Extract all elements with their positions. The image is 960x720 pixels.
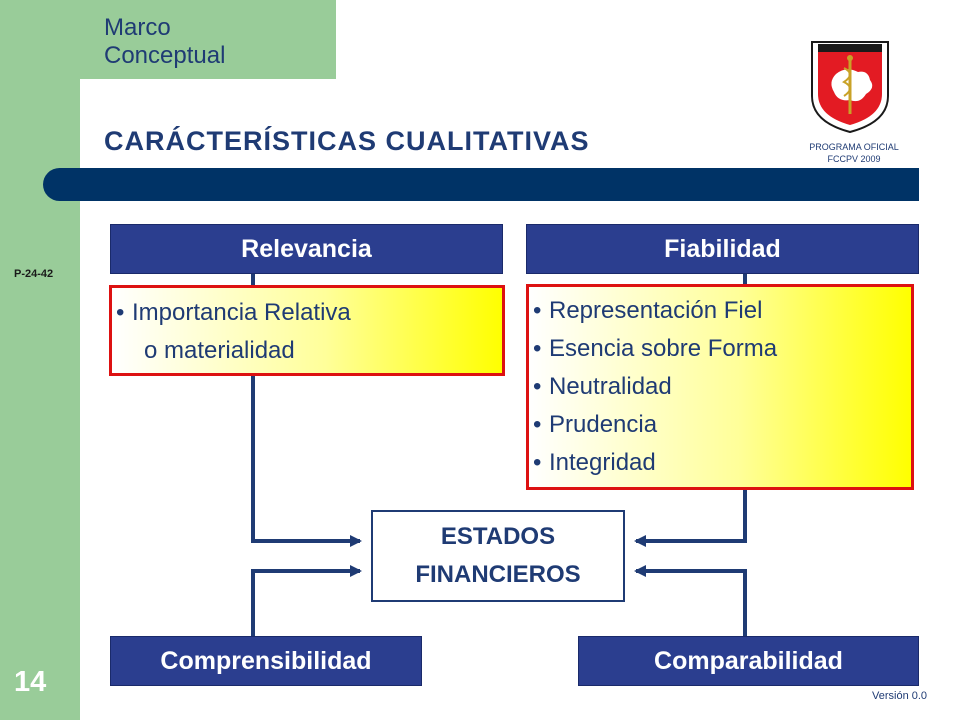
fiabilidad-item: Representación Fiel: [529, 292, 911, 330]
fccpv-logo: [806, 34, 894, 134]
section-title-line2: Conceptual: [104, 42, 226, 69]
logo-caption: PROGRAMA OFICIAL FCCPV 2009: [792, 141, 916, 165]
estados-label-line1: ESTADOS: [440, 523, 556, 550]
section-title: Marco Conceptual: [104, 14, 225, 70]
estados-financieros-box: ESTADOS FINANCIEROS: [371, 510, 625, 602]
fiabilidad-item: Esencia sobre Forma: [529, 330, 911, 368]
logo-caption-line1: PROGRAMA OFICIAL: [809, 142, 899, 152]
slide-number: 14: [14, 666, 47, 698]
comprensibilidad-box: Comprensibilidad: [110, 636, 422, 686]
fiabilidad-item: Prudencia: [529, 406, 911, 444]
fiabilidad-item: Neutralidad: [529, 368, 911, 406]
fiabilidad-label: Fiabilidad: [664, 234, 781, 263]
left-green-strip: [0, 0, 80, 720]
estados-label-line2: FINANCIEROS: [415, 561, 581, 588]
comprensibilidad-label: Comprensibilidad: [160, 646, 372, 675]
relevancia-items-box: Importancia Relativa o materialidad: [109, 285, 505, 376]
slide-title: CARÁCTERÍSTICAS CUALITATIVAS: [104, 126, 590, 156]
comparabilidad-box: Comparabilidad: [578, 636, 919, 686]
fiabilidad-items-box: Representación Fiel Esencia sobre Forma …: [526, 284, 914, 490]
title-underline-bar: [43, 168, 919, 201]
logo-caption-line2: FCCPV 2009: [827, 154, 881, 164]
page-reference: P-24-42: [14, 268, 54, 280]
top-green-block: [0, 0, 336, 79]
connector-comprensibilidad: [251, 565, 362, 636]
connector-comparabilidad: [634, 565, 747, 636]
relevancia-item: Importancia Relativa: [112, 294, 502, 332]
fccpv-seal-icon: [811, 41, 889, 134]
fiabilidad-item: Integridad: [529, 444, 911, 482]
comparabilidad-label: Comparabilidad: [654, 646, 843, 675]
fiabilidad-box: Fiabilidad: [526, 224, 919, 274]
relevancia-item-continuation: o materialidad: [144, 337, 295, 364]
relevancia-label: Relevancia: [241, 234, 372, 263]
section-title-line1: Marco: [104, 14, 171, 41]
version-label: Versión 0.0: [872, 690, 928, 702]
relevancia-box: Relevancia: [110, 224, 503, 274]
